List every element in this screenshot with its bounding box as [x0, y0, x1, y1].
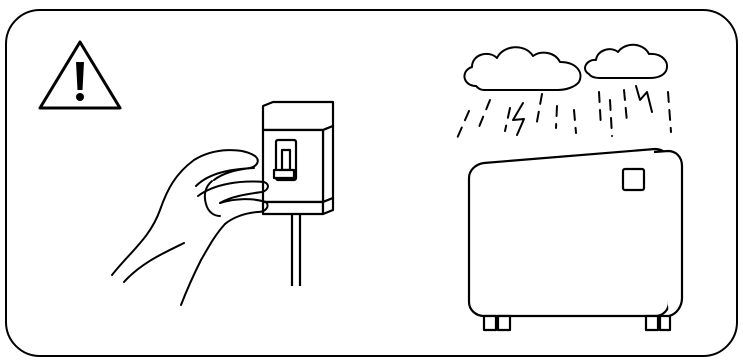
heater-icon: [469, 149, 682, 330]
